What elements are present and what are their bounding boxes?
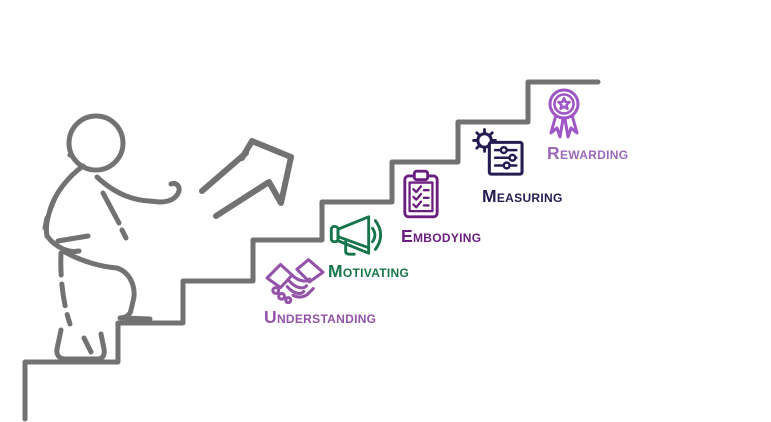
gear-sliders-icon: [470, 127, 526, 177]
step-item-understanding: Understanding: [264, 252, 376, 328]
award-ribbon-icon: [543, 86, 585, 140]
step-label: Measuring: [482, 186, 563, 206]
step-item-measuring: Measuring: [470, 127, 563, 207]
step-label: Motivating: [328, 261, 410, 281]
step-label: Rewarding: [547, 143, 629, 163]
climbing-person-figure: [42, 113, 182, 362]
step-label: Embodying: [401, 226, 482, 246]
megaphone-icon: [328, 212, 394, 258]
clipboard-checklist-icon: [401, 168, 441, 220]
upward-arrow: [199, 138, 294, 219]
staircase-outline: [22, 79, 601, 422]
step-item-motivating: Motivating: [328, 212, 409, 282]
step-item-rewarding: Rewarding: [543, 86, 628, 164]
step-item-embodying: Embodying: [401, 168, 481, 247]
handshake-icon: [264, 252, 326, 305]
step-label: Understanding: [264, 307, 377, 327]
